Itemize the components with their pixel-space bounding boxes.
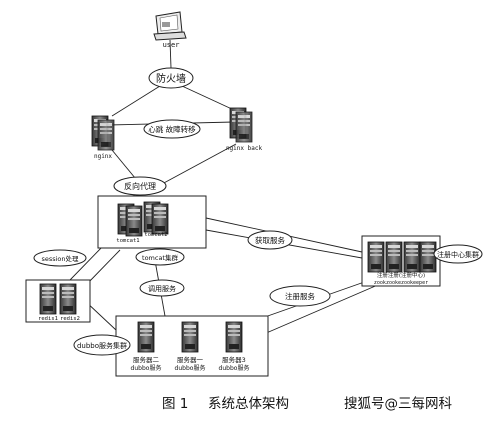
service2-sub-label: dubbo服务 <box>131 364 162 372</box>
register-service-node <box>269 285 331 307</box>
service2-server-icon <box>137 321 155 353</box>
heartbeat-label: 心跳 故障转移 <box>148 124 196 134</box>
nginx-back-label: nginx back <box>226 145 263 152</box>
tomcat-cluster-label: tomcat集群 <box>142 253 178 262</box>
nginx-server-icon <box>91 115 115 151</box>
service3-label: 服务器3 <box>222 355 246 364</box>
redis2-label: redis2 <box>60 316 80 322</box>
service3-server-icon <box>225 321 243 353</box>
figure-caption: 图 1 系统总体架构 搜狐号@三每网科 <box>0 392 486 416</box>
service1-label: 服务器一 <box>177 355 204 364</box>
dubbo-cluster-label: dubbo服务集群 <box>77 341 127 350</box>
nginx-label: nginx <box>94 153 112 160</box>
reverse-proxy-node <box>113 176 167 196</box>
service3-sub-label: dubbo服务 <box>219 364 250 372</box>
firewall-node <box>148 67 194 89</box>
dubbo-cluster-node <box>73 334 131 356</box>
get-service-node <box>247 230 293 250</box>
reverse-proxy-label: 反向代理 <box>124 181 156 191</box>
tomcat2-server-icon <box>143 201 169 235</box>
tomcat-cluster-node <box>135 248 185 266</box>
zookeeper-server-icons <box>367 241 437 273</box>
user-computer-icon <box>153 11 187 41</box>
tomcat2-label: tomcat2 <box>144 232 167 238</box>
service1-sub-label: dubbo服务 <box>175 364 206 372</box>
redis2-server-icon <box>59 283 77 315</box>
tomcat1-label: tomcat1 <box>116 238 139 244</box>
watermark-text: 搜狐号@三每网科 <box>344 396 452 412</box>
zookeeper-label-line2: zookzookezookeeper <box>374 280 428 286</box>
service2-label: 服务器二 <box>133 355 160 364</box>
call-service-label: 调用服务 <box>148 284 176 293</box>
service1-server-icon <box>181 321 199 353</box>
figure-number: 图 1 <box>162 396 189 412</box>
heartbeat-node <box>143 119 201 139</box>
register-service-label: 注册服务 <box>285 291 315 301</box>
user-label: user <box>163 41 180 49</box>
nginx-back-server-icon <box>229 107 253 143</box>
session-label: session处理 <box>41 254 79 263</box>
zookeeper-label-line1: 注册注册(注册中心) <box>377 271 425 279</box>
redis1-server-icon <box>39 283 57 315</box>
get-service-label: 获取服务 <box>255 235 285 245</box>
figure-title: 系统总体架构 <box>208 396 289 412</box>
tomcat1-server-icon <box>117 203 143 237</box>
call-service-node <box>139 279 185 297</box>
session-node <box>33 249 87 267</box>
registry-cluster-label: 注册中心集群 <box>437 250 479 259</box>
redis1-label: redis1 <box>38 316 58 322</box>
registry-cluster-node <box>433 244 483 264</box>
redis-box <box>25 279 91 323</box>
firewall-label: 防火墙 <box>156 72 186 85</box>
